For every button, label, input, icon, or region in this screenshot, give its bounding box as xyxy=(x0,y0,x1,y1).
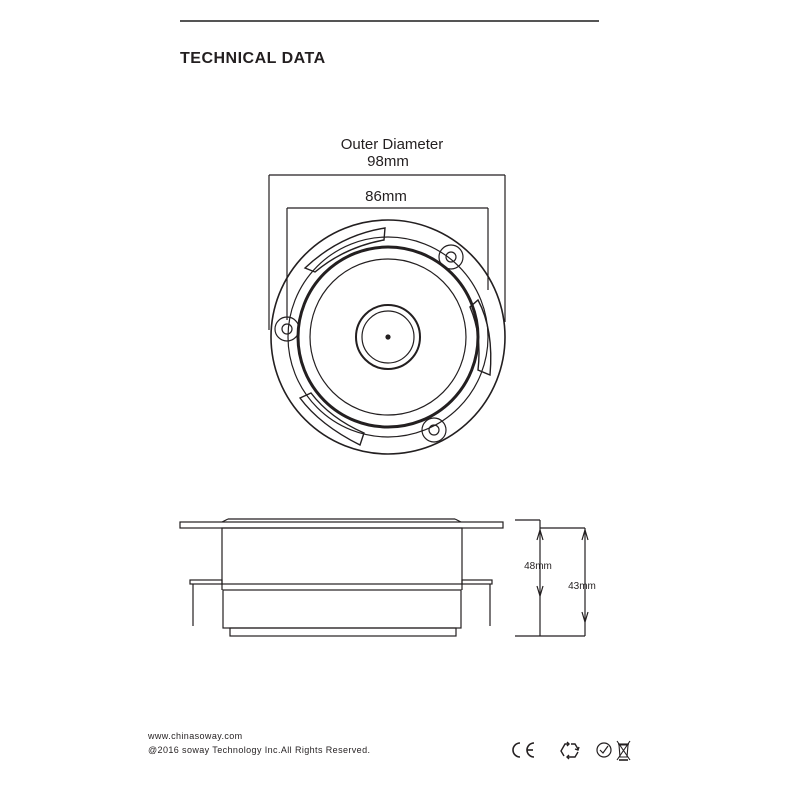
weee-bin-icon xyxy=(616,740,631,761)
inner-diameter-value: 86mm xyxy=(365,188,407,205)
body-height-value: 43mm xyxy=(568,581,596,592)
footer-copyright: @2016 soway Technology Inc.All Rights Re… xyxy=(148,745,371,755)
mounting-hole-3 xyxy=(421,417,447,443)
top-view xyxy=(270,219,506,455)
page-title: TECHNICAL DATA xyxy=(180,50,326,67)
footer-website: www.chinasoway.com xyxy=(148,731,243,741)
recycle-icon xyxy=(560,741,580,760)
side-view xyxy=(179,518,504,637)
total-height-value: 48mm xyxy=(524,561,552,572)
mounting-hole-2 xyxy=(274,316,300,342)
certification-icons xyxy=(512,740,631,761)
height-dimensions xyxy=(515,519,589,637)
outer-diameter-label: Outer Diameter xyxy=(341,136,444,153)
rohs-icon xyxy=(596,742,612,758)
outer-diameter-dimension xyxy=(268,174,506,330)
outer-diameter-value: 98mm xyxy=(367,153,409,170)
mounting-hole-1 xyxy=(438,244,464,270)
top-rule xyxy=(180,20,599,22)
ce-mark-icon xyxy=(512,742,535,758)
